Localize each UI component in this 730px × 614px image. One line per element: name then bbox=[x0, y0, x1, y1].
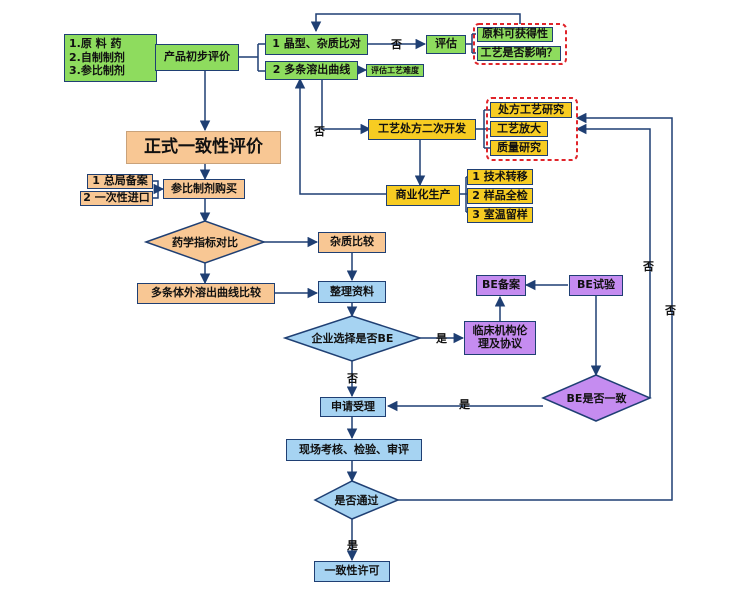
diamond-pharm-compare bbox=[143, 220, 267, 264]
commercial-item-1: 1 技术转移 bbox=[467, 169, 533, 185]
assess-difficulty-box: 评估工艺难度 bbox=[366, 64, 424, 77]
raw-item-2: 2.自制制剂 bbox=[69, 50, 125, 64]
ref-purchase-box: 参比制剂购买 bbox=[163, 179, 245, 199]
choose-be-label: 企业选择是否BE bbox=[311, 332, 394, 345]
commercial-box: 商业化生产 bbox=[386, 185, 460, 206]
edge-top-loop bbox=[310, 13, 521, 33]
label-no-crystal: 否 bbox=[391, 38, 402, 51]
label-no-consistent: 否 bbox=[643, 260, 654, 273]
onsite-box: 现场考核、检验、审评 bbox=[286, 439, 422, 461]
dashed-process-items bbox=[486, 97, 578, 161]
impurity-compare-box: 杂质比较 bbox=[318, 232, 386, 253]
label-yes-passed: 是 bbox=[347, 539, 358, 552]
apply-box: 申请受理 bbox=[320, 397, 386, 417]
raw-item-3: 3.参比制剂 bbox=[69, 64, 125, 78]
source-item-2: 2 一次性进口 bbox=[80, 191, 153, 206]
raw-item-1: 1.原 料 药 bbox=[69, 37, 122, 51]
multi-dissolution-box: 多条体外溶出曲线比较 bbox=[137, 283, 275, 304]
organize-box: 整理资料 bbox=[318, 281, 386, 303]
dissolution-curves-box: 2 多条溶出曲线 bbox=[265, 61, 358, 80]
evaluate-box: 评估 bbox=[426, 35, 466, 54]
process-dev-box: 工艺处方二次开发 bbox=[368, 119, 476, 140]
dashed-eval-results bbox=[473, 23, 567, 65]
be-filing-box: BE备案 bbox=[476, 275, 526, 296]
edge-eval-bracket bbox=[466, 33, 476, 54]
label-no-passed: 否 bbox=[665, 304, 676, 317]
process-item-3: 质量研究 bbox=[490, 140, 548, 156]
diamond-be-consistent bbox=[541, 374, 652, 422]
label-yes-choose: 是 bbox=[436, 332, 447, 345]
diamond-passed bbox=[313, 480, 400, 520]
process-item-1: 处方工艺研究 bbox=[490, 102, 572, 118]
clinical-line-1: 临床机构伦 bbox=[472, 324, 528, 338]
source-item-1: 1 总局备案 bbox=[87, 174, 153, 189]
label-no-diss: 否 bbox=[314, 125, 325, 138]
eval-result-1: 原料可获得性 bbox=[477, 27, 553, 42]
process-item-2: 工艺放大 bbox=[490, 121, 548, 137]
commercial-item-3: 3 室温留样 bbox=[467, 207, 533, 223]
edge-processdev-bracket bbox=[476, 109, 491, 149]
raw-materials-box: 1.原 料 药 2.自制制剂 3.参比制剂 bbox=[64, 34, 157, 82]
clinical-line-2: 理及协议 bbox=[478, 337, 522, 350]
passed-label: 是否通过 bbox=[334, 494, 379, 507]
eval-result-2: 工艺是否影响？ bbox=[477, 46, 561, 61]
license-box: 一致性许可 bbox=[314, 561, 390, 582]
be-consistent-label: BE是否一致 bbox=[566, 392, 627, 405]
label-no-choose: 否 bbox=[347, 372, 358, 385]
initial-eval-box: 产品初步评价 bbox=[155, 44, 239, 71]
edge-sources-to-purchase bbox=[153, 181, 163, 198]
clinical-box: 临床机构伦 理及协议 bbox=[464, 321, 536, 355]
edge-passed-no-loop bbox=[398, 112, 673, 501]
crystal-impurity-box: 1 晶型、杂质比对 bbox=[265, 34, 368, 55]
edge-commercial-loop bbox=[294, 77, 387, 195]
edge-diss-to-processdev bbox=[321, 79, 372, 135]
edge-initial-bracket bbox=[238, 43, 265, 72]
be-trial-box: BE试验 bbox=[569, 275, 623, 296]
commercial-item-2: 2 样品全检 bbox=[467, 188, 533, 204]
formal-eval-title: 正式一致性评价 bbox=[126, 131, 281, 164]
edge-consistent-no-loop bbox=[575, 123, 651, 398]
label-yes-consistent: 是 bbox=[459, 398, 470, 411]
pharm-compare-label: 药学指标对比 bbox=[172, 236, 238, 249]
diamond-choose-be bbox=[282, 315, 423, 362]
